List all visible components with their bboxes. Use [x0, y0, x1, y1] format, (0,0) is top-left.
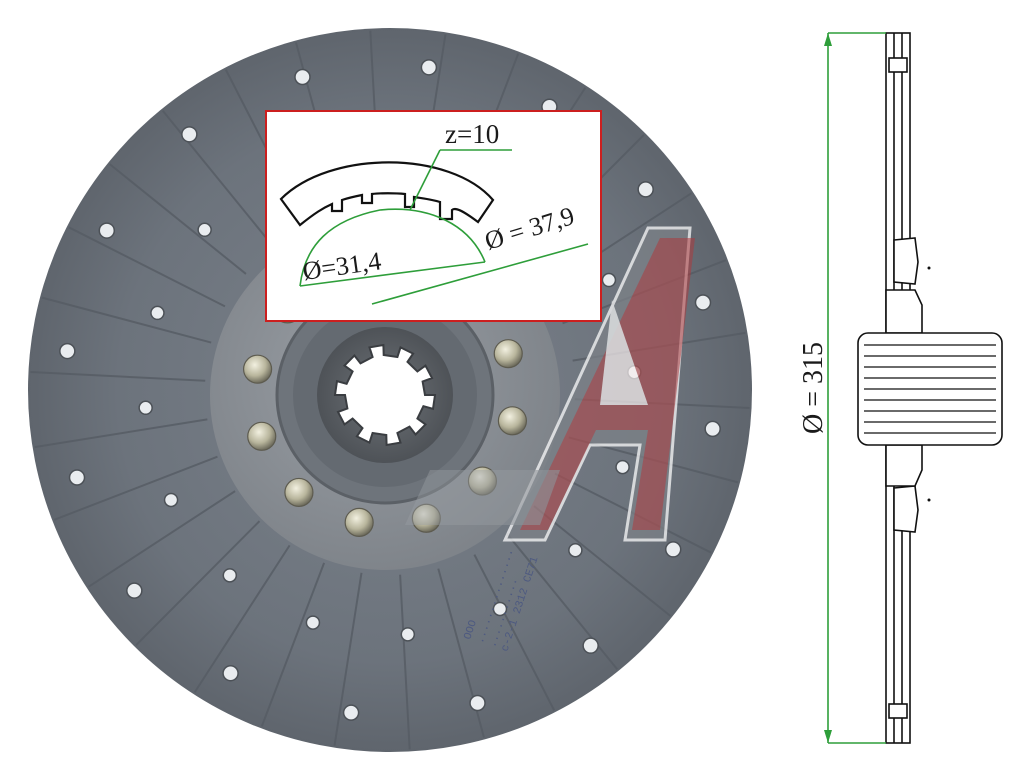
rivet-icon — [181, 126, 198, 143]
rivet-icon — [493, 339, 523, 369]
outer-diameter-line — [371, 243, 589, 305]
rivet-icon — [420, 59, 438, 76]
rivet-icon — [469, 694, 486, 712]
rivet-icon — [163, 492, 179, 508]
facing-groove — [41, 296, 212, 344]
rivet-icon — [222, 664, 239, 682]
teeth-leader — [409, 149, 441, 211]
spline-hub-icon — [333, 343, 437, 447]
facing-groove — [193, 544, 291, 693]
rivet-icon — [637, 181, 654, 198]
rivet-icon — [342, 704, 360, 721]
rivet-icon — [222, 568, 238, 583]
letter-a-logo-icon — [405, 226, 695, 542]
rivet-icon — [68, 469, 86, 486]
overall-diameter-dimension: Ø = 315 — [798, 32, 886, 744]
facing-groove — [68, 226, 226, 308]
rivet-icon — [694, 294, 712, 311]
stamp-line-1: ООО — [462, 618, 480, 641]
rivet-icon — [59, 342, 76, 360]
rivet-icon — [126, 582, 143, 599]
facing-groove — [135, 520, 261, 646]
rivet-icon — [294, 68, 311, 86]
facing-groove — [53, 455, 218, 521]
rivet-icon — [615, 459, 630, 475]
rivet-icon — [305, 615, 321, 630]
rivet-icon — [344, 507, 374, 538]
rivet-icon — [138, 400, 153, 416]
rivet-icon — [284, 477, 314, 508]
rivet-icon — [400, 627, 416, 642]
rivet-icon — [582, 637, 599, 654]
rivet-icon — [601, 272, 617, 288]
rivet-icon — [568, 542, 583, 558]
rivet-icon — [197, 222, 212, 238]
facing-groove — [260, 562, 326, 727]
facing-groove — [87, 490, 236, 588]
rivet-icon — [150, 305, 165, 321]
rivet-icon — [704, 420, 721, 438]
rivet-icon — [664, 541, 682, 558]
spline-section-outline — [279, 161, 495, 227]
inner-diameter-arc — [299, 208, 486, 287]
side-hub-ribs — [864, 344, 996, 434]
disc-side-view — [857, 32, 1003, 744]
facing-groove — [399, 574, 411, 750]
overall-diameter-label: Ø = 315 — [798, 342, 829, 434]
rivet-icon — [492, 601, 508, 617]
facing-groove — [533, 505, 671, 617]
teeth-count-label: z=10 — [445, 119, 499, 149]
facing-groove — [333, 572, 363, 746]
inner-diameter-line — [299, 261, 486, 287]
facing-groove — [473, 554, 556, 711]
rivet-icon — [242, 354, 273, 384]
rivet-icon — [98, 222, 116, 239]
rivet-icon — [247, 421, 277, 451]
rivet-icon — [497, 406, 528, 436]
facing-groove — [30, 371, 206, 382]
spline-detail-inset: z=10 Ø=31,4 Ø = 37,9 — [265, 110, 602, 322]
facing-groove — [34, 418, 208, 449]
rivet-icon — [467, 466, 498, 496]
rivet-icon — [411, 503, 441, 533]
facing-groove — [109, 163, 247, 275]
